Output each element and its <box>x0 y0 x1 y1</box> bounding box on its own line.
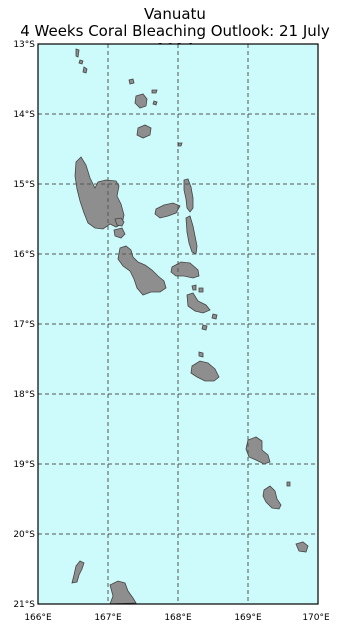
island-efate <box>190 360 220 382</box>
island-banks-2 <box>151 89 158 94</box>
island-banks-3 <box>152 100 158 106</box>
lon-tick-label: 166°E <box>24 613 52 623</box>
island-erromango <box>245 436 271 465</box>
island-small-1 <box>177 142 183 147</box>
lon-tick-label: 169°E <box>234 613 262 623</box>
lon-tick-label: 168°E <box>164 613 192 623</box>
island-tanna <box>262 485 282 510</box>
lat-tick-label: 14°S <box>13 110 35 120</box>
lon-tick-label: 167°E <box>94 613 122 623</box>
island-torres-3 <box>82 66 88 74</box>
island-epi <box>186 292 211 314</box>
island-south-2 <box>109 580 137 605</box>
island-gaua <box>134 93 148 109</box>
island-maewo <box>183 178 194 213</box>
map-title: Vanuatu <box>144 5 206 23</box>
island-ambrym <box>170 261 200 279</box>
map-frame <box>37 43 319 605</box>
island-espiritu-santo <box>74 156 125 230</box>
gridlines <box>38 44 318 604</box>
island-small-4 <box>211 313 218 320</box>
island-small-2 <box>191 284 197 291</box>
island-vanua-lava <box>136 124 152 139</box>
island-ambae <box>154 202 181 219</box>
island-torres-2 <box>78 59 84 65</box>
lat-tick-label: 16°S <box>13 250 35 260</box>
lat-tick-label: 20°S <box>13 530 35 540</box>
lat-tick-label: 15°S <box>13 180 35 190</box>
island-aore <box>114 217 125 227</box>
islands <box>71 48 309 605</box>
lat-tick-label: 18°S <box>13 390 35 400</box>
island-aneityum <box>295 541 309 553</box>
lon-axis: 166°E 167°E 168°E 169°E 170°E <box>24 613 330 623</box>
lat-tick-label: 17°S <box>13 320 35 330</box>
island-pentecost <box>185 215 198 255</box>
lat-tick-label: 13°S <box>13 40 35 50</box>
island-south-1 <box>71 560 85 584</box>
island-malekula <box>117 245 167 296</box>
lat-tick-label: 19°S <box>13 460 35 470</box>
island-small-6 <box>198 351 204 358</box>
island-banks-1 <box>128 78 135 85</box>
lon-tick-label: 170°E <box>302 613 330 623</box>
island-small-3 <box>198 287 204 293</box>
island-small-5 <box>201 324 208 331</box>
island-futuna <box>286 481 291 487</box>
lat-axis: 13°S 14°S 15°S 16°S 17°S 18°S 19°S 20°S … <box>13 40 35 610</box>
lat-tick-label: 21°S <box>13 600 35 610</box>
island-malo <box>113 227 126 239</box>
island-torres-1 <box>75 48 80 58</box>
